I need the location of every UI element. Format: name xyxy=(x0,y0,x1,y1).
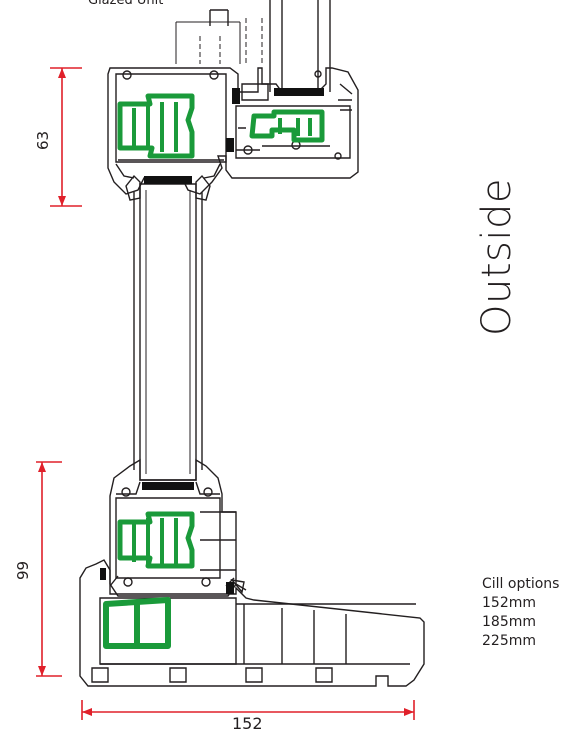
glazing-gaskets xyxy=(100,88,324,594)
dimension-152-label: 152 xyxy=(232,714,263,733)
dimension-63-label: 63 xyxy=(34,130,52,150)
glazed-unit-label: Glazed Unit xyxy=(88,0,164,8)
bottom-sash-profile xyxy=(109,458,237,597)
outside-label: Outside xyxy=(474,178,520,336)
cill-option-225: 225mm xyxy=(482,633,536,649)
bottom-sash-reinforcement xyxy=(117,511,195,569)
dimension-99-label: 99 xyxy=(14,560,32,580)
cill-options-title: Cill options xyxy=(482,576,560,592)
cill-options: Cill options 152mm 185mm 225mm xyxy=(482,575,559,651)
cill-option-152: 152mm xyxy=(482,595,536,611)
cill-profile xyxy=(79,559,425,687)
glass-pane xyxy=(133,183,203,481)
dimension-lines xyxy=(36,67,415,720)
profile-outlines xyxy=(79,0,425,687)
cill-reinforcement xyxy=(103,597,171,649)
cill-option-185: 185mm xyxy=(482,614,536,630)
top-sash-reinforcement xyxy=(117,93,325,159)
